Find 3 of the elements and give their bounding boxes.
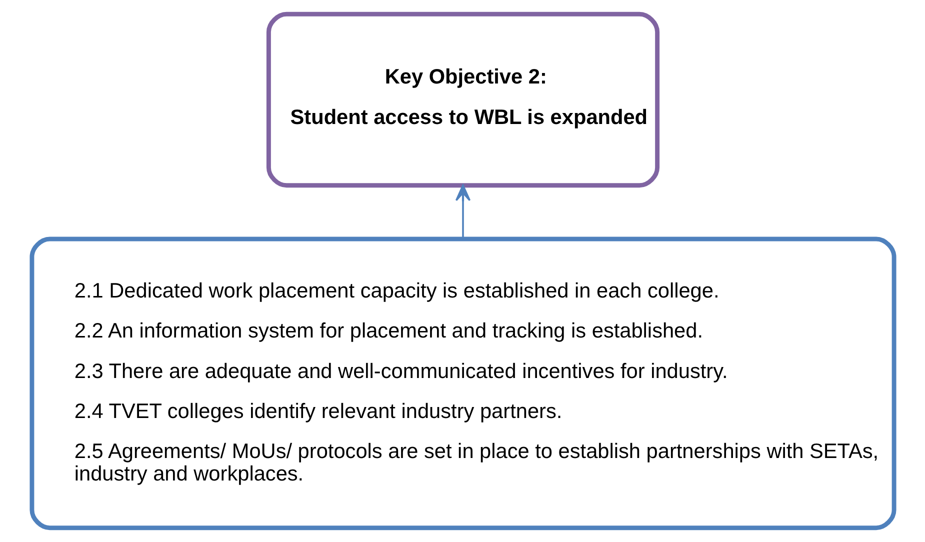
- arrow: [454, 184, 470, 239]
- node-box: 2.1 Dedicated work placement capacity is established in each college. 2.2 An information system for placement and tracking is established. 2.3 There are adequate and well-communicated incentives for industry. 2.4 TVET colleges identify relevant industry partners. 2.5 Agreements/ MoUs/ protocols are set in place to establish partnerships with SETAs, industry and workplaces.: [29, 236, 896, 530]
- node-box: Key Objective 2: Student access to WBL is expanded: [266, 12, 660, 188]
